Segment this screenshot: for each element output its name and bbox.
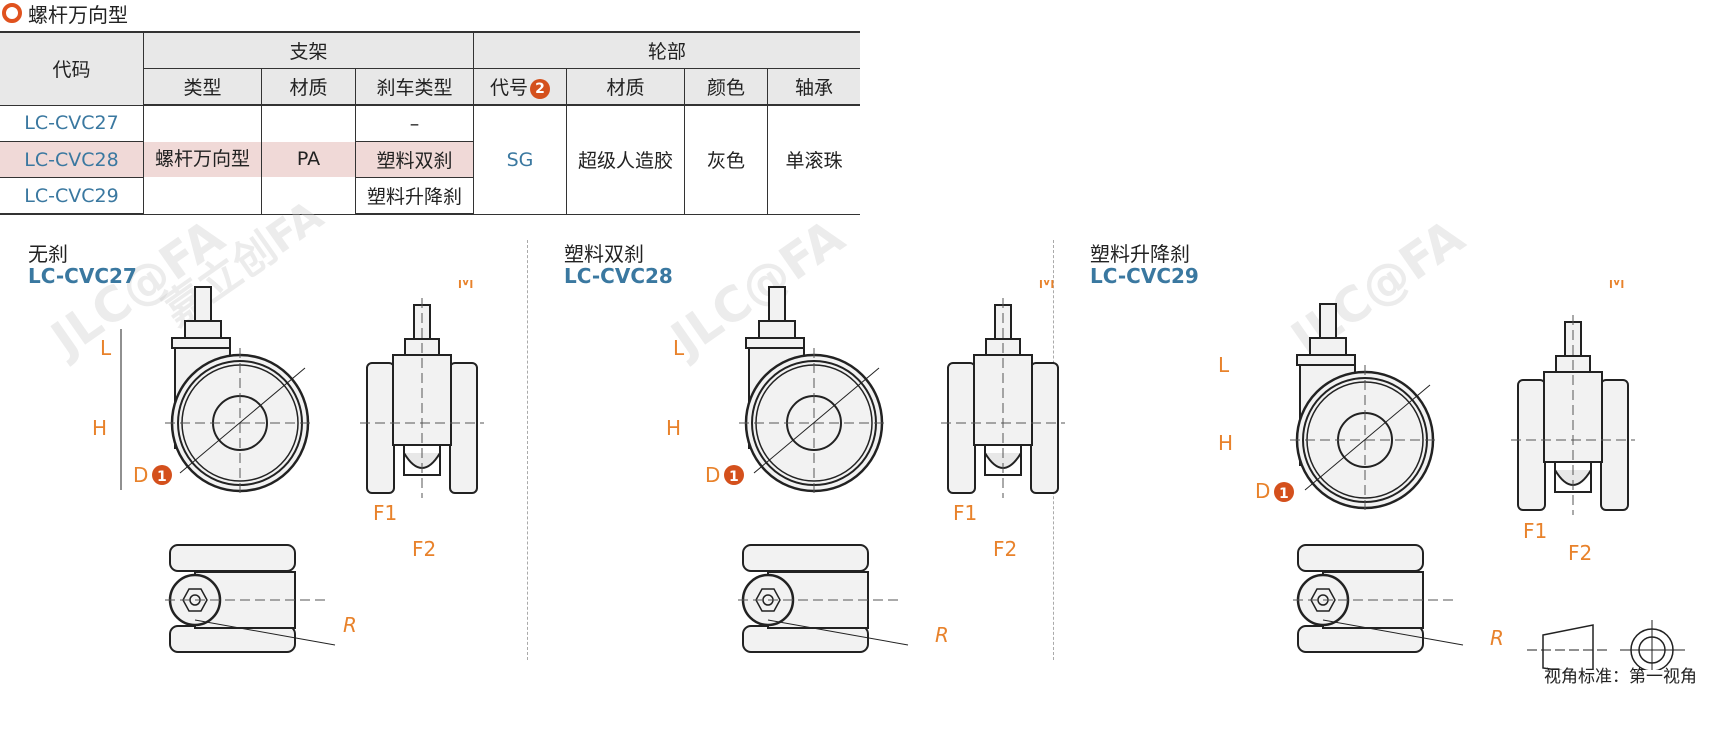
header-wheel-material: 材质 (566, 68, 685, 106)
caster-side-view (1288, 302, 1442, 517)
section-title: 螺杆万向型 (2, 0, 128, 27)
dim-label-R: R (1490, 626, 1504, 650)
caster-front-view (1510, 314, 1636, 516)
svg-text:1: 1 (729, 469, 739, 485)
bracket-material: PA (262, 142, 355, 178)
dim-label-F1: F1 (1523, 519, 1547, 543)
dim-label-M: M (1038, 280, 1055, 293)
panel-divider (527, 240, 528, 660)
note-badge-1 (152, 465, 172, 485)
panel-label: 无刹 (28, 242, 68, 266)
note-badge-1 (1274, 482, 1294, 502)
table-row: LC-CVC28 塑料双刹 (0, 141, 860, 178)
caster-front-view (940, 297, 1066, 499)
dim-label-H: H (92, 416, 107, 440)
caster-top-view (163, 543, 337, 654)
panel-label: 塑料双刹 (564, 242, 644, 266)
note-badge-1 (724, 465, 744, 485)
panel-code: LC-CVC28 (564, 264, 673, 288)
circle-bullet-icon (2, 3, 22, 23)
header-color: 颜色 (684, 68, 768, 106)
wheel-code: SG (473, 104, 567, 215)
row-code[interactable]: LC-CVC28 (0, 141, 144, 178)
bearing: 单滚珠 (767, 104, 860, 215)
dim-label-R: R (343, 613, 357, 637)
dim-label-F2: F2 (412, 537, 436, 561)
wheel-material: 超级人造胶 (566, 104, 685, 215)
header-wheel: 轮部 (473, 31, 860, 69)
dim-label-D: D (705, 463, 720, 487)
dim-label-F1: F1 (953, 501, 977, 525)
header-material: 材质 (261, 68, 356, 106)
dim-label-H: H (1218, 431, 1233, 455)
table-row: LC-CVC27 螺杆万向型 PA – SG 超级人造胶 灰色 单滚珠 (0, 104, 860, 215)
dim-label-F2: F2 (1568, 541, 1592, 565)
dim-label-L: L (673, 336, 685, 360)
brake-type: 塑料升降刹 (355, 177, 474, 215)
header-code: 代码 (0, 31, 144, 106)
svg-text:1: 1 (1279, 486, 1289, 502)
header-bearing: 轴承 (767, 68, 860, 106)
caster-top-view (736, 543, 910, 654)
svg-text:1: 1 (157, 469, 167, 485)
caster-front-view (359, 297, 485, 499)
caster-side-view (737, 285, 891, 500)
dim-label-H: H (666, 416, 681, 440)
caster-top-view (1291, 543, 1465, 654)
panel-label: 塑料升降刹 (1090, 242, 1190, 266)
dim-label-M: M (457, 280, 474, 293)
header-type: 类型 (143, 68, 262, 106)
dim-label-R: R (935, 623, 949, 647)
projection-standard-note: 视角标准：第一视角 (1544, 667, 1697, 687)
wheel-color: 灰色 (684, 104, 768, 215)
caster-side-view (163, 285, 317, 500)
dim-label-L: L (1218, 353, 1230, 377)
dim-label-F2: F2 (993, 537, 1017, 561)
bracket-type: 螺杆万向型 (144, 142, 261, 178)
first-angle-projection-icon (1527, 620, 1685, 670)
panel-code: LC-CVC29 (1090, 264, 1199, 288)
dim-label-L: L (100, 336, 112, 360)
brake-type: 塑料双刹 (355, 141, 474, 178)
dim-label-D: D (133, 463, 148, 487)
header-bracket: 支架 (143, 31, 474, 69)
table-row: LC-CVC29 塑料升降刹 (0, 177, 860, 215)
note-badge-2: 2 (530, 78, 550, 99)
dim-label-M: M (1608, 280, 1625, 293)
row-code[interactable]: LC-CVC29 (0, 177, 144, 215)
brake-type: – (355, 104, 474, 142)
row-code[interactable]: LC-CVC27 (0, 104, 144, 142)
caster-drawings: L H D 1 M F1 F2 R L H D 1 M F1 F2 R L H … (92, 280, 1685, 670)
header-brake: 刹车类型 (355, 68, 474, 106)
dim-label-F1: F1 (373, 501, 397, 525)
dim-label-D: D (1255, 479, 1270, 503)
panel-code: LC-CVC27 (28, 264, 137, 288)
